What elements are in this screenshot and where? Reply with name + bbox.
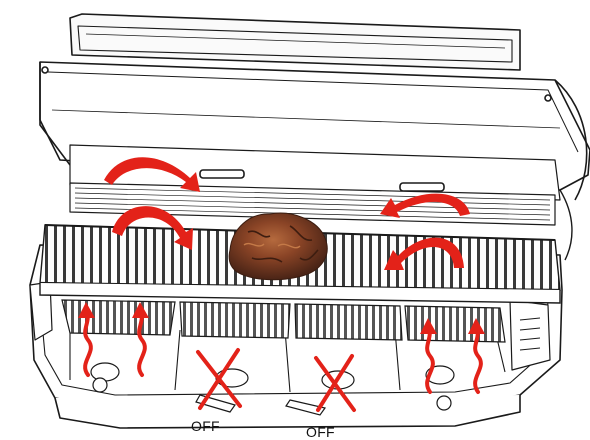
lid-vent-right (400, 183, 444, 191)
burner-right-outer (405, 306, 505, 342)
burner-off-label-right: OFF (306, 424, 335, 440)
burner-left-center (180, 302, 290, 338)
knob-left-outer (93, 378, 107, 392)
burner-off-label-left: OFF (191, 418, 220, 434)
lid-vent-left (200, 170, 244, 178)
knob-right-outer (437, 396, 451, 410)
burner-right-center (295, 304, 402, 340)
lid-handle (70, 14, 520, 70)
meat-roast-icon (229, 213, 327, 280)
